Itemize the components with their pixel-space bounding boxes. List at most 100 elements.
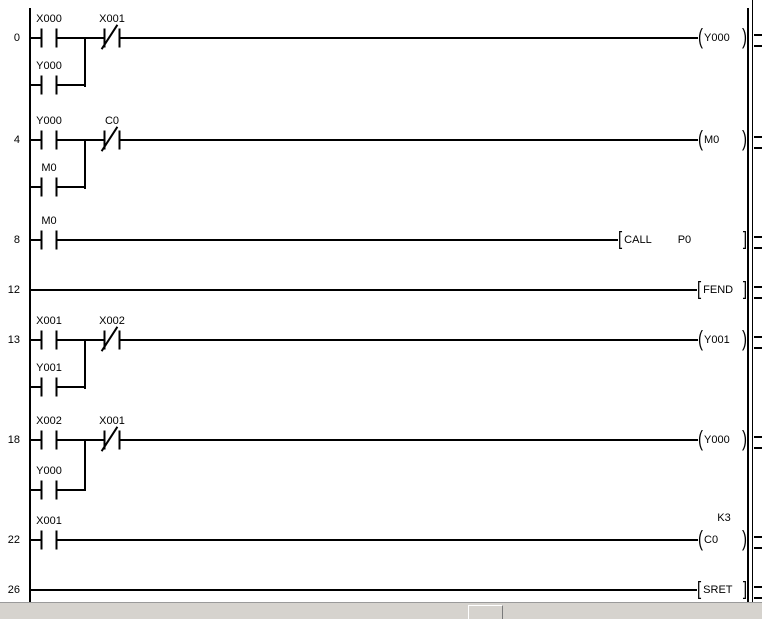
instruction-opcode: CALL [624,234,652,246]
output-coil[interactable]: ( M0 ) [698,128,747,152]
no-contact[interactable] [40,230,58,250]
rung-wire [30,139,747,141]
rung-wire [30,539,747,541]
coil-close-paren-icon: ) [742,24,747,50]
coil-label: C0 [704,534,719,546]
device-label: X001 [36,315,62,327]
output-coil[interactable]: ( C0 ) [698,528,747,552]
device-label: Y000 [36,115,62,127]
left-power-rail [29,8,31,602]
branch-wire [30,489,86,491]
no-contact[interactable] [40,530,58,550]
rung-wire [30,339,747,341]
rung-wire [30,589,747,591]
device-label: X001 [99,13,125,25]
row-continuation-mark-icon [754,436,762,449]
right-power-rail [747,8,749,602]
no-contact[interactable] [40,430,58,450]
branch-wire [84,37,86,87]
step-number: 26 [7,584,20,596]
nc-slash-icon [100,126,119,152]
bracket-close-icon: ] [742,278,747,301]
device-label: M0 [41,215,57,227]
branch-wire [30,386,86,388]
step-number: 13 [7,334,20,346]
step-number: 18 [7,434,20,446]
counter-constant-label: K3 [717,512,731,524]
bracket-open-icon: [ [697,578,702,601]
rung-wire [30,289,747,291]
no-contact[interactable] [40,377,58,397]
no-contact[interactable] [40,75,58,95]
pane-edge-line [752,0,753,602]
nc-slash-icon [100,24,119,50]
coil-label: M0 [704,134,720,146]
coil-open-paren-icon: ( [698,126,703,152]
bracket-open-icon: [ [618,228,623,251]
device-label: Y000 [36,60,62,72]
instruction-operand: P0 [677,234,692,246]
fend-instruction[interactable]: [ FEND ] [697,278,747,302]
nc-slash-icon [100,426,119,452]
step-number: 12 [7,284,20,296]
sret-instruction[interactable]: [ SRET ] [697,578,747,602]
row-continuation-mark-icon [754,286,762,299]
branch-wire [84,339,86,389]
step-number: 8 [13,234,20,246]
output-coil[interactable]: ( Y000 ) [698,26,747,50]
device-label: Y001 [36,362,62,374]
nc-contact[interactable] [100,126,121,152]
row-continuation-mark-icon [754,136,762,149]
branch-wire [30,186,86,188]
coil-label: Y000 [704,32,730,44]
nc-contact[interactable] [100,326,121,352]
bracket-close-icon: ] [742,578,747,601]
row-continuation-mark-icon [754,34,762,47]
coil-label: Y000 [704,434,730,446]
coil-open-paren-icon: ( [698,24,703,50]
bracket-close-icon: ] [742,228,747,251]
call-instruction[interactable]: [ CALL P0 ] [618,228,747,252]
device-label: Y000 [36,465,62,477]
device-label: X002 [99,315,125,327]
device-label: X000 [36,13,62,25]
no-contact[interactable] [40,130,58,150]
coil-open-paren-icon: ( [698,426,703,452]
device-label: X002 [36,415,62,427]
no-contact[interactable] [40,330,58,350]
device-label: M0 [41,162,57,174]
device-label: C0 [104,115,120,127]
coil-close-paren-icon: ) [742,526,747,552]
instruction-opcode: SRET [703,584,733,596]
rung-wire [30,439,747,441]
scrollbar-thumb[interactable] [468,605,503,619]
coil-label: Y001 [704,334,730,346]
horizontal-scrollbar[interactable] [0,602,762,619]
coil-close-paren-icon: ) [742,326,747,352]
coil-open-paren-icon: ( [698,326,703,352]
bracket-open-icon: [ [697,278,702,301]
step-number: 4 [13,134,20,146]
branch-wire [84,439,86,491]
no-contact[interactable] [40,28,58,48]
output-coil[interactable]: ( Y001 ) [698,328,747,352]
no-contact[interactable] [40,177,58,197]
rung-wire [30,239,747,241]
device-label: X001 [99,415,125,427]
no-contact[interactable] [40,480,58,500]
row-continuation-mark-icon [754,336,762,349]
branch-wire [84,139,86,189]
nc-contact[interactable] [100,426,121,452]
rung-wire [30,37,747,39]
output-coil[interactable]: ( Y000 ) [698,428,747,452]
row-continuation-mark-icon [754,586,762,599]
coil-close-paren-icon: ) [742,126,747,152]
nc-contact[interactable] [100,24,121,50]
device-label: X001 [36,515,62,527]
coil-open-paren-icon: ( [698,526,703,552]
step-number: 0 [13,32,20,44]
nc-slash-icon [100,326,119,352]
instruction-opcode: FEND [703,284,734,296]
coil-close-paren-icon: ) [742,426,747,452]
